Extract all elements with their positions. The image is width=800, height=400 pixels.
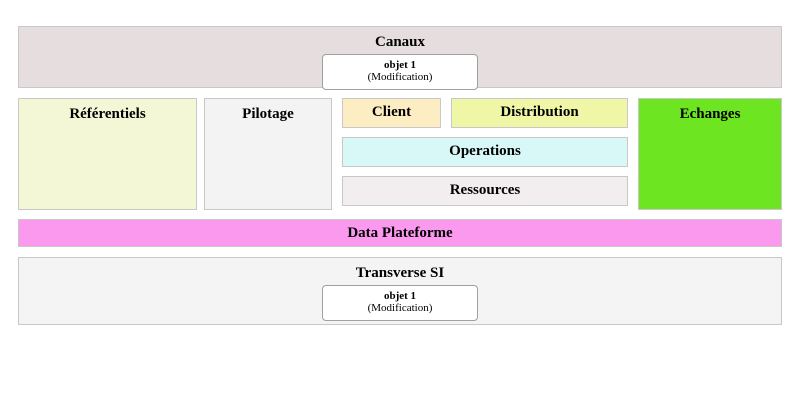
block-client-title: Client: [371, 104, 412, 120]
canaux-object-state: (Modification): [367, 71, 433, 84]
block-distribution[interactable]: Distribution: [451, 98, 628, 128]
band-canaux-title: Canaux: [374, 34, 426, 50]
block-referentiels[interactable]: Référentiels: [18, 98, 197, 210]
block-client[interactable]: Client: [342, 98, 441, 128]
band-transverse-si-title: Transverse SI: [355, 265, 445, 281]
architecture-diagram: Canaux objet 1 (Modification) Référentie…: [18, 26, 782, 325]
transverse-object-name: objet 1: [383, 289, 417, 302]
block-operations[interactable]: Operations: [342, 137, 628, 167]
block-referentiels-title: Référentiels: [69, 106, 146, 122]
transverse-object-chip[interactable]: objet 1 (Modification): [322, 284, 478, 321]
block-echanges-title: Echanges: [679, 106, 741, 122]
block-ressources[interactable]: Ressources: [342, 176, 628, 206]
band-data-plateforme-title: Data Plateforme: [347, 225, 453, 241]
band-data-plateforme[interactable]: Data Plateforme: [18, 219, 782, 247]
transverse-object-state: (Modification): [367, 302, 433, 315]
band-canaux[interactable]: Canaux objet 1 (Modification): [18, 26, 782, 90]
block-pilotage-title: Pilotage: [242, 106, 294, 122]
block-echanges[interactable]: Echanges: [638, 98, 782, 210]
band-transverse-si[interactable]: Transverse SI objet 1 (Modification): [18, 257, 782, 325]
center-stack: Client Distribution Operations Ressource…: [342, 98, 628, 210]
canaux-object-chip[interactable]: objet 1 (Modification): [322, 53, 478, 90]
block-distribution-title: Distribution: [500, 104, 579, 120]
canaux-object-name: objet 1: [383, 58, 417, 71]
block-operations-title: Operations: [449, 143, 521, 159]
middle-row: Référentiels Pilotage Client Distributio…: [18, 98, 782, 210]
block-ressources-title: Ressources: [449, 182, 521, 198]
block-pilotage[interactable]: Pilotage: [204, 98, 332, 210]
center-top-row: Client Distribution: [342, 98, 628, 128]
